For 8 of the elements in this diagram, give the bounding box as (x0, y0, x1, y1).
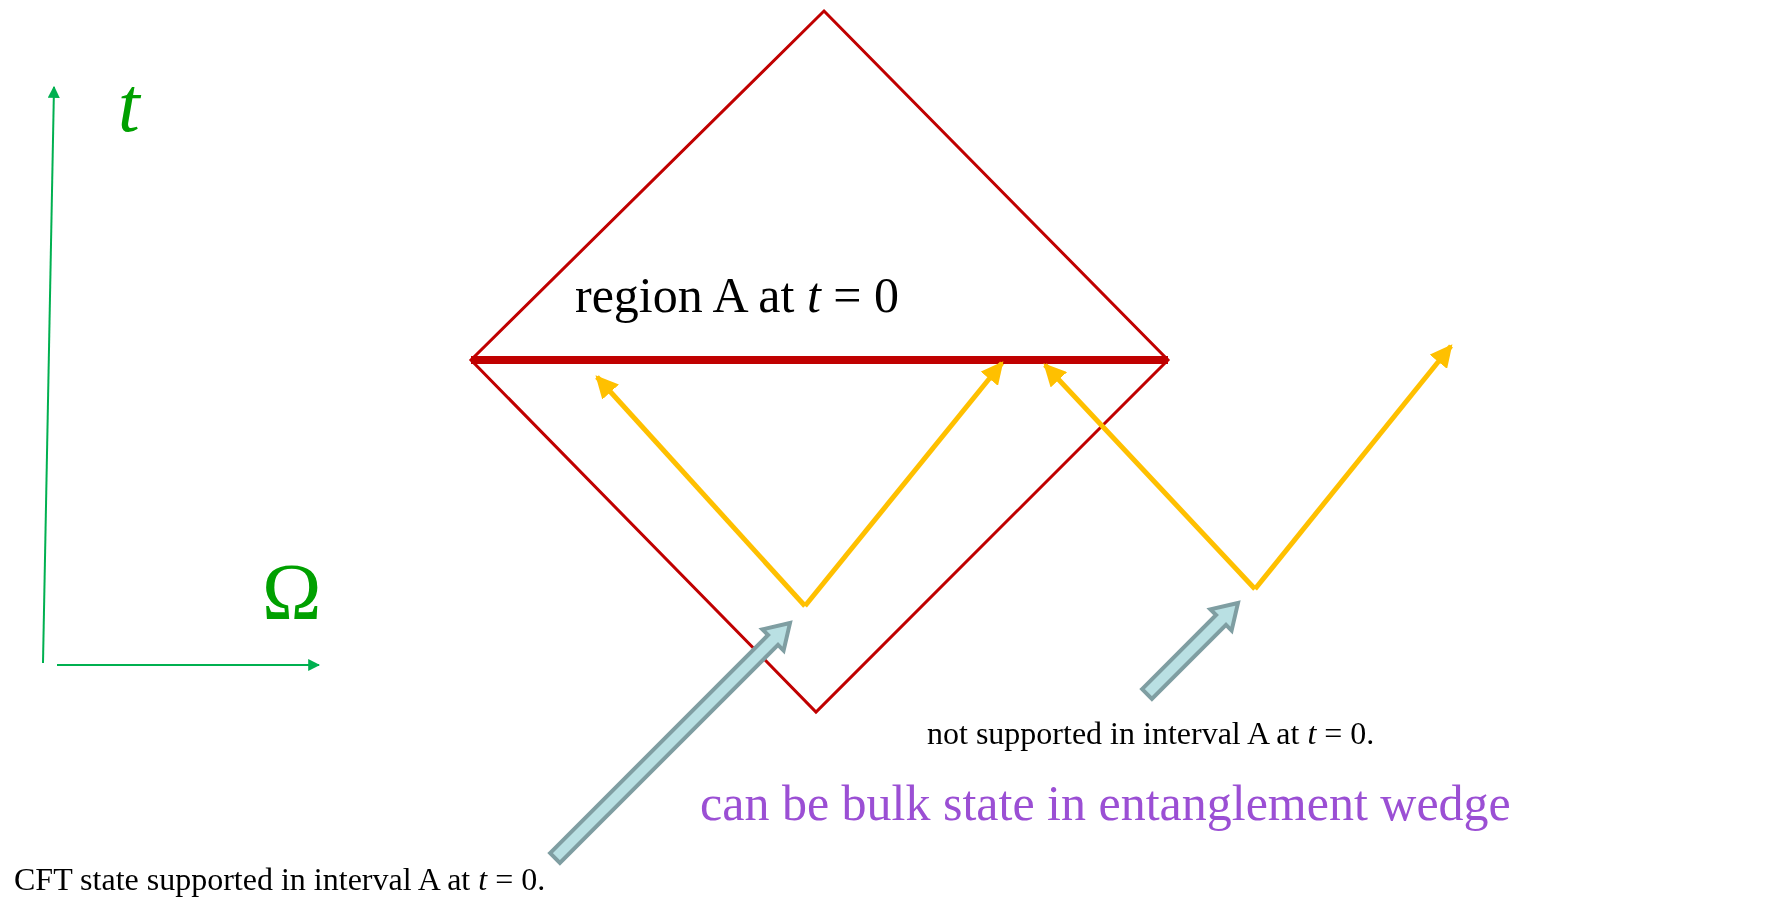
annotation-text: can be bulk state in entanglement wedge (700, 776, 1511, 831)
axis-label: t (118, 62, 140, 148)
block-arrow (547, 620, 793, 866)
annotation-text: not supported in interval A at t = 0. (927, 716, 1375, 752)
block-arrow (1139, 600, 1241, 702)
annotation-text: CFT state supported in interval A at t = 0. (14, 862, 546, 898)
axis-label: Ω (262, 548, 322, 636)
annotation-text: region A at t = 0 (575, 268, 900, 323)
